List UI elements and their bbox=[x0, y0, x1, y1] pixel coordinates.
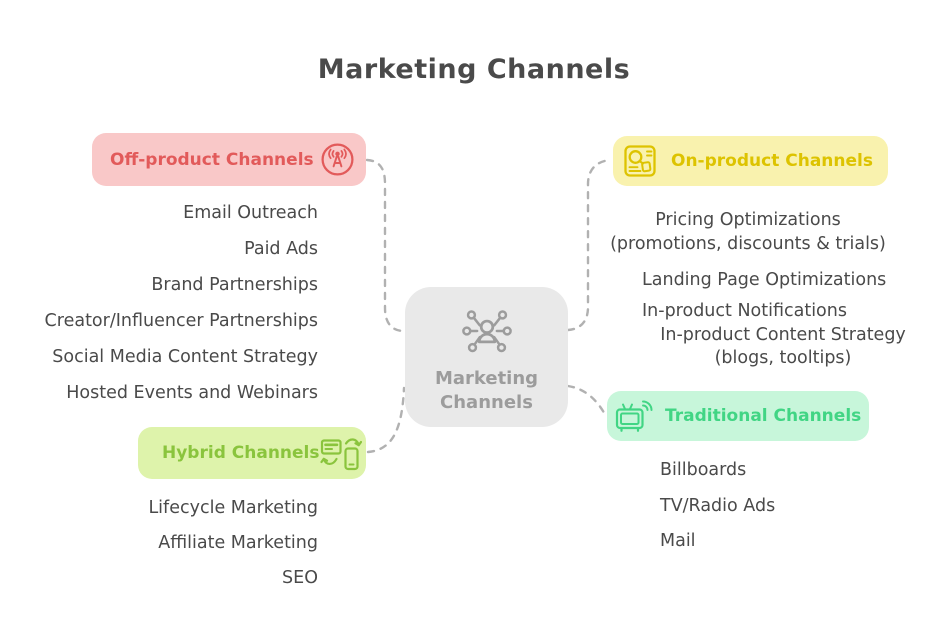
branch-traditional-channels: Traditional Channels bbox=[607, 391, 869, 441]
list-item: Pricing Optimizations (promotions, disco… bbox=[592, 208, 904, 256]
ad-page-icon bbox=[621, 142, 659, 180]
tv-broadcast-icon bbox=[613, 396, 655, 436]
connector-off-product bbox=[365, 158, 406, 333]
connector-traditional bbox=[566, 384, 608, 418]
hybrid-items: Lifecycle Marketing Affiliate Marketing … bbox=[148, 497, 318, 602]
list-item: Billboards bbox=[660, 460, 747, 480]
traditional-items: Billboards TV/Radio Ads Mail bbox=[660, 459, 775, 566]
list-item: Mail bbox=[660, 531, 696, 551]
list-item: SEO bbox=[282, 568, 318, 588]
list-item-line: (blogs, tooltips) bbox=[714, 348, 852, 368]
branch-hybrid-label: Hybrid Channels bbox=[162, 443, 320, 463]
diagram-title: Marketing Channels bbox=[317, 54, 631, 85]
broadcast-tower-icon bbox=[319, 141, 356, 178]
list-item: Creator/Influencer Partnerships bbox=[44, 311, 318, 331]
branch-off-product-label: Off-product Channels bbox=[110, 149, 314, 170]
branch-traditional-label: Traditional Channels bbox=[665, 406, 862, 426]
branch-off-product-channels: Off-product Channels bbox=[92, 133, 366, 186]
list-item-line: In-product Content Strategy bbox=[660, 325, 906, 345]
list-item: Social Media Content Strategy bbox=[52, 347, 318, 367]
center-node-marketing-channels: Marketing Channels bbox=[405, 287, 568, 427]
connector-hybrid bbox=[366, 386, 406, 454]
list-item-line: (promotions, discounts & trials) bbox=[610, 234, 886, 254]
list-item: Affiliate Marketing bbox=[158, 533, 318, 553]
list-item: Landing Page Optimizations bbox=[642, 270, 887, 290]
list-item: In-product Content Strategy (blogs, tool… bbox=[647, 324, 919, 370]
branch-hybrid-channels: Hybrid Channels bbox=[138, 427, 366, 479]
off-product-items: Email Outreach Paid Ads Brand Partnershi… bbox=[45, 202, 318, 418]
list-item: Email Outreach bbox=[183, 203, 318, 223]
list-item: Hosted Events and Webinars bbox=[66, 383, 318, 403]
network-person-icon bbox=[458, 302, 516, 364]
list-item: TV/Radio Ads bbox=[660, 495, 776, 516]
list-item: Paid Ads bbox=[244, 239, 318, 259]
center-label-line1: Marketing bbox=[434, 368, 539, 389]
list-item: In-product Notifications bbox=[642, 301, 847, 321]
device-sync-icon bbox=[319, 433, 362, 474]
branch-on-product-channels: On-product Channels bbox=[613, 136, 888, 186]
center-node-label: Marketing Channels bbox=[435, 367, 538, 415]
center-label-line2: Channels bbox=[440, 392, 533, 413]
branch-on-product-label: On-product Channels bbox=[671, 151, 873, 171]
list-item: Lifecycle Marketing bbox=[148, 498, 318, 518]
list-item: Brand Partnerships bbox=[151, 275, 318, 295]
list-item-line: Pricing Optimizations bbox=[655, 210, 841, 230]
